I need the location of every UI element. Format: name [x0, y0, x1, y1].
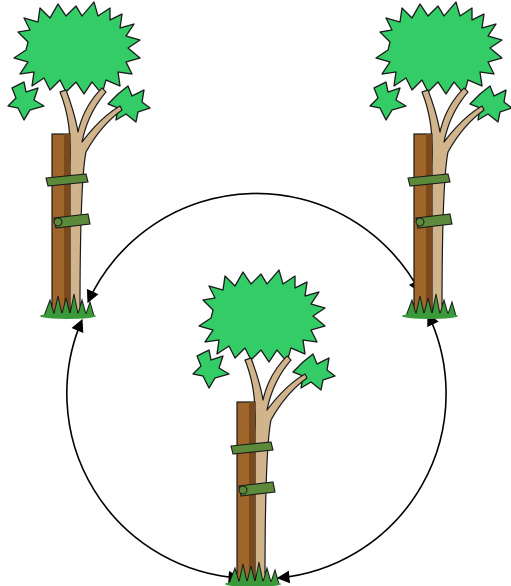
staked-tree-icon	[8, 2, 150, 319]
staked-tree-icon	[370, 2, 511, 319]
staked-tree-icon	[193, 270, 335, 586]
